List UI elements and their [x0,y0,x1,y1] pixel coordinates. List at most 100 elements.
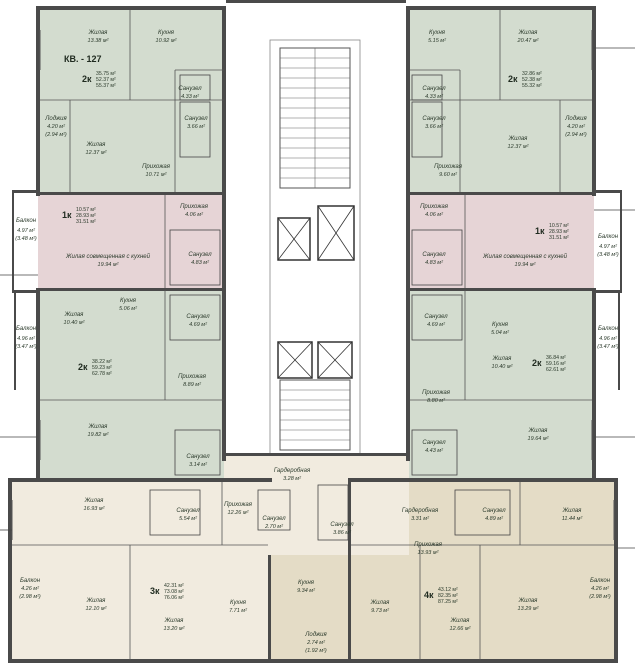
room-area-sub: (2.98 м²) [589,594,611,600]
room-area: 4.96 м² [17,336,35,342]
room-name: Балкон [590,578,611,584]
staircase [279,47,351,189]
room-area: 20.47 м² [517,38,539,44]
room-area: 19.82 м² [88,432,109,438]
room-area: 4.69 м² [189,322,207,328]
apt-area-ml-3: 31.51 м² [76,219,96,225]
room-area: 9.73 м² [371,608,389,614]
room-name: Балкон [598,234,619,240]
room-name: Санузел [422,86,446,92]
room-area: 13.20 м² [164,626,185,632]
room-name: Санузел [186,454,210,460]
room-area-sub: (3.47 м²) [597,344,619,350]
room-name: Кухня [120,298,137,304]
room-area: 5.06 м² [119,306,137,312]
room-name: Балкон [20,578,41,584]
room-name: Жилая [528,428,549,434]
room-area: 2.70 м² [264,524,283,530]
room-area-sub: (3.47 м²) [15,344,37,350]
room-area: 9.34 м² [297,588,315,594]
room-name: Санузел [330,522,354,528]
room-area: 4.20 м² [567,124,585,130]
room-name: Санузел [184,116,208,122]
kitchen-bottom-center [270,555,350,660]
room-area: 3.28 м² [283,476,301,482]
room-area: 10.71 м² [146,172,167,178]
room-name: Кухня [230,600,247,606]
apt-area-bl-1: 42.31 м² [164,583,184,589]
elevator-2 [317,205,355,261]
room-name: Жилая совмещенная с кухней [482,253,568,260]
room-name: Прихожая [422,390,451,396]
room-area-sub: (2.94 м²) [565,132,587,138]
room-area: 3.66 м² [425,124,443,130]
apt-area-br-2: 82.35 м² [438,593,458,599]
leader-lines [0,47,635,549]
apt-area-tr-3: 55.32 м² [522,83,542,89]
room-area: 4.20 м² [47,124,65,130]
apt-area-tr-2: 52.38 м² [522,77,542,83]
room-name: Прихожая [178,374,207,380]
room-name: Санузел [186,314,210,320]
room-name: Жилая [562,508,583,514]
room-area: 3.66 м² [187,124,205,130]
room-area-sub: (1.92 м²) [305,648,327,654]
room-name: Санузел [422,252,446,258]
room-area: 4.96 м² [599,336,617,342]
apt-area-ll-1: 38.22 м² [92,359,112,365]
apt-area-ll-3: 62.78 м² [92,371,112,377]
room-name: Прихожая [224,502,253,508]
apartment-number: КВ. - 127 [64,54,102,64]
room-name: Кухня [429,30,446,36]
walls [8,0,622,663]
room-area: 10.40 м² [64,320,85,326]
room-name: Жилая [86,598,107,604]
room-name: Санузел [188,252,212,258]
room-area: 5.15 м² [428,38,446,44]
room-area: 4.33 м² [181,94,199,100]
room-area: 19.94 м² [515,262,536,268]
room-name: Санузел [422,440,446,446]
apt-area-br-3: 87.25 м² [438,599,458,605]
bathroom-fixtures [149,74,511,541]
room-name: Жилая [370,600,391,606]
room-area-sub: (3.48 м²) [15,236,37,242]
room-name: Жилая [508,136,529,142]
room-name: Балкон [598,326,619,332]
room-name: Жилая [164,618,185,624]
room-area: 3.31 м² [411,516,429,522]
apt-area-ll-2: 59.23 м² [92,365,112,371]
room-name: Жилая [84,498,105,504]
room-area: 9.60 м² [439,172,457,178]
room-area: 4.26 м² [21,586,39,592]
room-name: Жилая [88,424,109,430]
room-area: 8.80 м² [427,398,445,404]
room-name: Жилая [450,618,471,624]
apt-type-br: 4к [424,590,434,600]
apt-area-mr-2: 28.93 м² [549,229,569,235]
room-area: 4.83 м² [191,260,209,266]
apt-area-tl-1: 35.75 м² [96,71,116,77]
room-name: Прихожая [434,164,463,170]
room-name: Жилая [492,356,513,362]
elevator-1 [277,217,311,261]
apt-area-ml-2: 28.93 м² [76,213,96,219]
room-area: 12.10 м² [86,606,107,612]
apt-area-br-1: 43.12 м² [438,587,458,593]
room-name: Жилая [64,312,85,318]
apt-type-lr: 2к [532,358,542,368]
room-name: Прихожая [142,164,171,170]
apartment-lower-right [408,290,594,480]
apt-type-tr: 2к [508,74,518,84]
room-area: 2.74 м² [306,640,325,646]
apt-type-tl: 2к [82,74,92,84]
room-area: 7.71 м² [229,608,247,614]
room-area: 5.04 м² [491,330,509,336]
room-area: 4.06 м² [185,212,203,218]
apt-type-ml: 1к [62,210,72,220]
room-name: Санузел [176,508,200,514]
room-area-sub: (2.94 м²) [45,132,67,138]
room-area: 4.33 м² [425,94,443,100]
room-name: Кухня [492,322,509,328]
room-name: Санузел [178,86,202,92]
